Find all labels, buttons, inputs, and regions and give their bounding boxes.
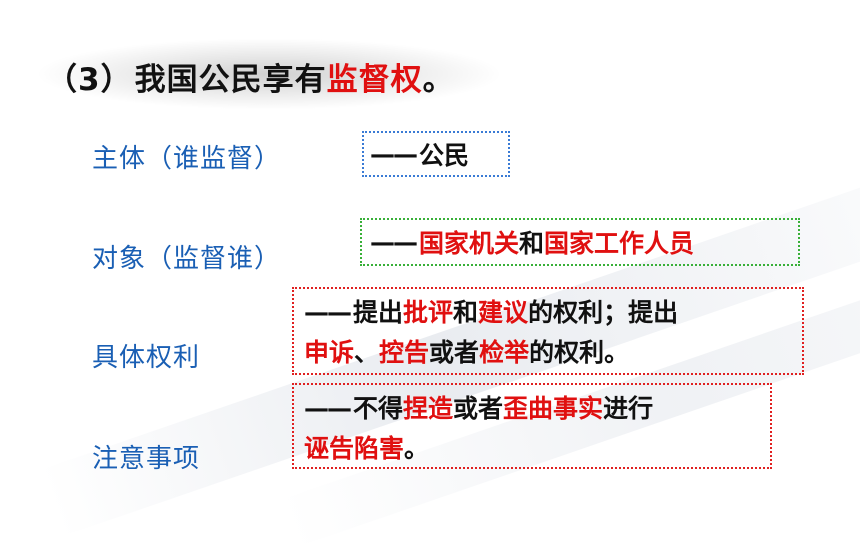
text-red: 捏造 <box>403 394 454 423</box>
label-object: 对象（监督谁） <box>92 244 282 274</box>
title-prefix: 我国公民享有 <box>134 61 327 98</box>
label-subject: 主体（谁监督） <box>92 144 282 174</box>
text: 或者 <box>429 338 480 367</box>
text-red: 申诉 <box>304 338 355 367</box>
title-highlight: 监督权 <box>326 61 423 98</box>
notes-line2: 诬告陷害。 <box>304 429 760 469</box>
dash: —— <box>370 139 418 169</box>
text: 或者 <box>453 394 504 423</box>
page-title: （3） 我国公民享有 监督权 。 <box>46 40 486 112</box>
answer-notes-box: ——不得捏造或者歪曲事实进行 诬告陷害。 <box>292 383 772 469</box>
text: 进行 <box>603 394 654 423</box>
dash: —— <box>304 394 352 423</box>
text: 的权利；提出 <box>528 298 679 327</box>
title-suffix: 。 <box>422 61 455 98</box>
text-red: 建议 <box>478 298 529 327</box>
text: 的权利。 <box>529 338 630 367</box>
text: 。 <box>404 434 430 463</box>
text-red: 控告 <box>379 338 430 367</box>
rights-line1: ——提出批评和建议的权利；提出 <box>304 293 792 333</box>
notes-line1: ——不得捏造或者歪曲事实进行 <box>304 389 760 429</box>
label-notes: 注意事项 <box>92 444 201 474</box>
object-and: 和 <box>519 229 545 258</box>
text-red: 批评 <box>403 298 454 327</box>
answer-subject-text: 公民 <box>419 141 470 170</box>
rights-line2: 申诉、控告或者检举的权利。 <box>304 333 792 373</box>
title-number: （3） <box>46 61 133 98</box>
object-part1: 国家机关 <box>419 229 520 258</box>
dash: —— <box>304 298 352 327</box>
text: 不得 <box>353 394 404 423</box>
text: 提出 <box>353 298 404 327</box>
object-part2: 国家工作人员 <box>544 229 695 258</box>
text: 、 <box>354 338 380 367</box>
dash: —— <box>370 227 418 257</box>
answer-subject-box: —— 公民 <box>362 131 510 177</box>
text: 和 <box>453 298 479 327</box>
text-red: 歪曲事实 <box>503 394 604 423</box>
label-rights: 具体权利 <box>92 343 201 373</box>
answer-object-box: —— 国家机关 和 国家工作人员 <box>360 218 800 266</box>
text-red: 检举 <box>479 338 530 367</box>
answer-rights-box: ——提出批评和建议的权利；提出 申诉、控告或者检举的权利。 <box>292 287 804 375</box>
text-red: 诬告陷害 <box>304 434 405 463</box>
title-shadow <box>34 38 504 110</box>
